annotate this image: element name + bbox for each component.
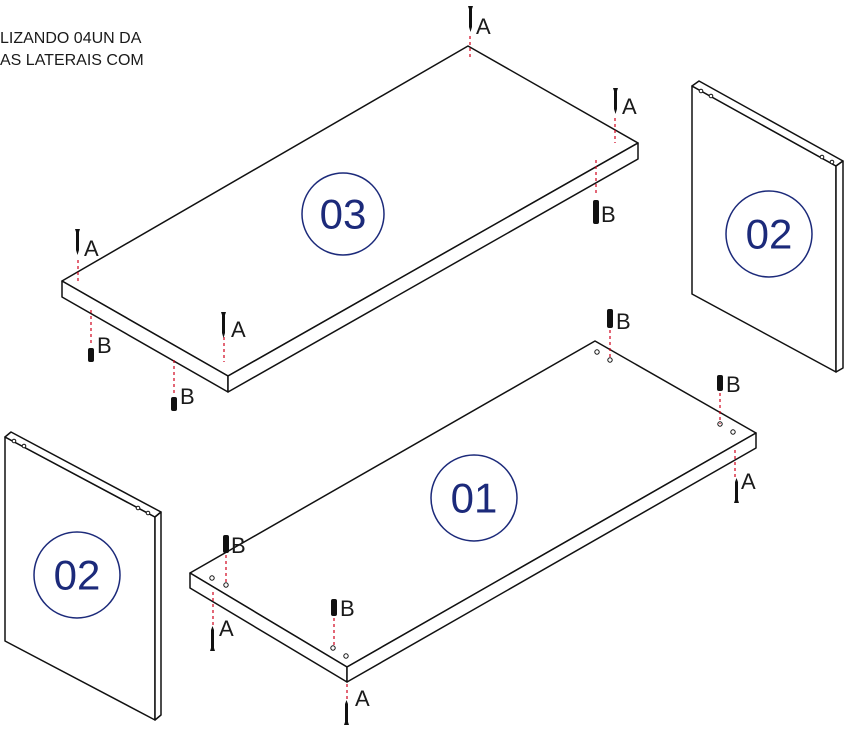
- hole: [343, 653, 349, 659]
- dowel-icon: [331, 599, 337, 616]
- dowel-icon: [717, 375, 723, 391]
- side-panel-left-side-edge: [154, 511, 162, 721]
- board-01-side-edge: [346, 432, 757, 683]
- guide-lines: [77, 36, 736, 702]
- screw-label: A: [741, 469, 756, 494]
- hole: [829, 159, 835, 165]
- instruction-text-line-1: LIZANDO 04UN DA: [0, 30, 142, 47]
- screw-label: A: [231, 317, 246, 342]
- hole: [594, 349, 600, 355]
- dowel-icon: [171, 397, 177, 411]
- part-number-circle: [33, 531, 121, 619]
- part-number-02-left: 02: [33, 531, 121, 619]
- screw-icon: [221, 312, 226, 338]
- dowel-icon: [223, 535, 229, 553]
- screw-icon: [468, 6, 473, 32]
- hole: [209, 575, 215, 581]
- part-number-circle: [301, 172, 385, 256]
- dowel-icon: [607, 309, 613, 328]
- screw-label: A: [622, 94, 637, 119]
- part-number-circle: [725, 190, 813, 278]
- dowels: [88, 200, 723, 616]
- dowel-label: B: [726, 372, 741, 397]
- screw-label: A: [355, 686, 370, 711]
- hole: [11, 438, 17, 444]
- instruction-text-line-2: AS LATERAIS COM: [0, 52, 144, 69]
- screw-icon: [210, 626, 215, 651]
- hole: [708, 93, 714, 99]
- dowel-label: B: [97, 333, 112, 358]
- board-03-side-edge: [227, 142, 639, 393]
- screw-icon: [734, 478, 739, 503]
- part-number-text: 02: [54, 552, 101, 599]
- hole: [698, 88, 704, 94]
- dowel-label: B: [340, 596, 355, 621]
- dowel-icon: [593, 200, 599, 224]
- part-number-text: 02: [746, 211, 793, 258]
- part-number-text: 01: [451, 475, 498, 522]
- part-number-text: 03: [320, 191, 367, 238]
- dowel-label: B: [231, 533, 246, 558]
- dowel-label: B: [601, 202, 616, 227]
- hole: [223, 582, 229, 588]
- part-number-circle: [430, 454, 518, 542]
- dowel-label: B: [616, 309, 631, 334]
- screws: [75, 6, 739, 725]
- screw-label: A: [219, 616, 234, 641]
- part-number-03: 03: [301, 172, 385, 256]
- hardware-labels: A A A A A A A B B B B B B B: [84, 14, 756, 711]
- hole: [730, 429, 736, 435]
- part-number-02-right: 02: [725, 190, 813, 278]
- screw-icon: [613, 88, 618, 114]
- part-number-01: 01: [430, 454, 518, 542]
- hole: [21, 443, 27, 449]
- hole: [145, 510, 151, 516]
- side-panel-right-side-edge: [835, 160, 844, 373]
- screw-icon: [344, 700, 349, 725]
- screw-label: A: [476, 14, 491, 39]
- hole: [819, 154, 825, 160]
- hole: [330, 645, 336, 651]
- hole: [135, 505, 141, 511]
- dowel-icon: [88, 348, 94, 362]
- screw-icon: [75, 229, 80, 255]
- dowel-label: B: [180, 384, 195, 409]
- hole: [607, 357, 613, 363]
- screw-label: A: [84, 236, 99, 261]
